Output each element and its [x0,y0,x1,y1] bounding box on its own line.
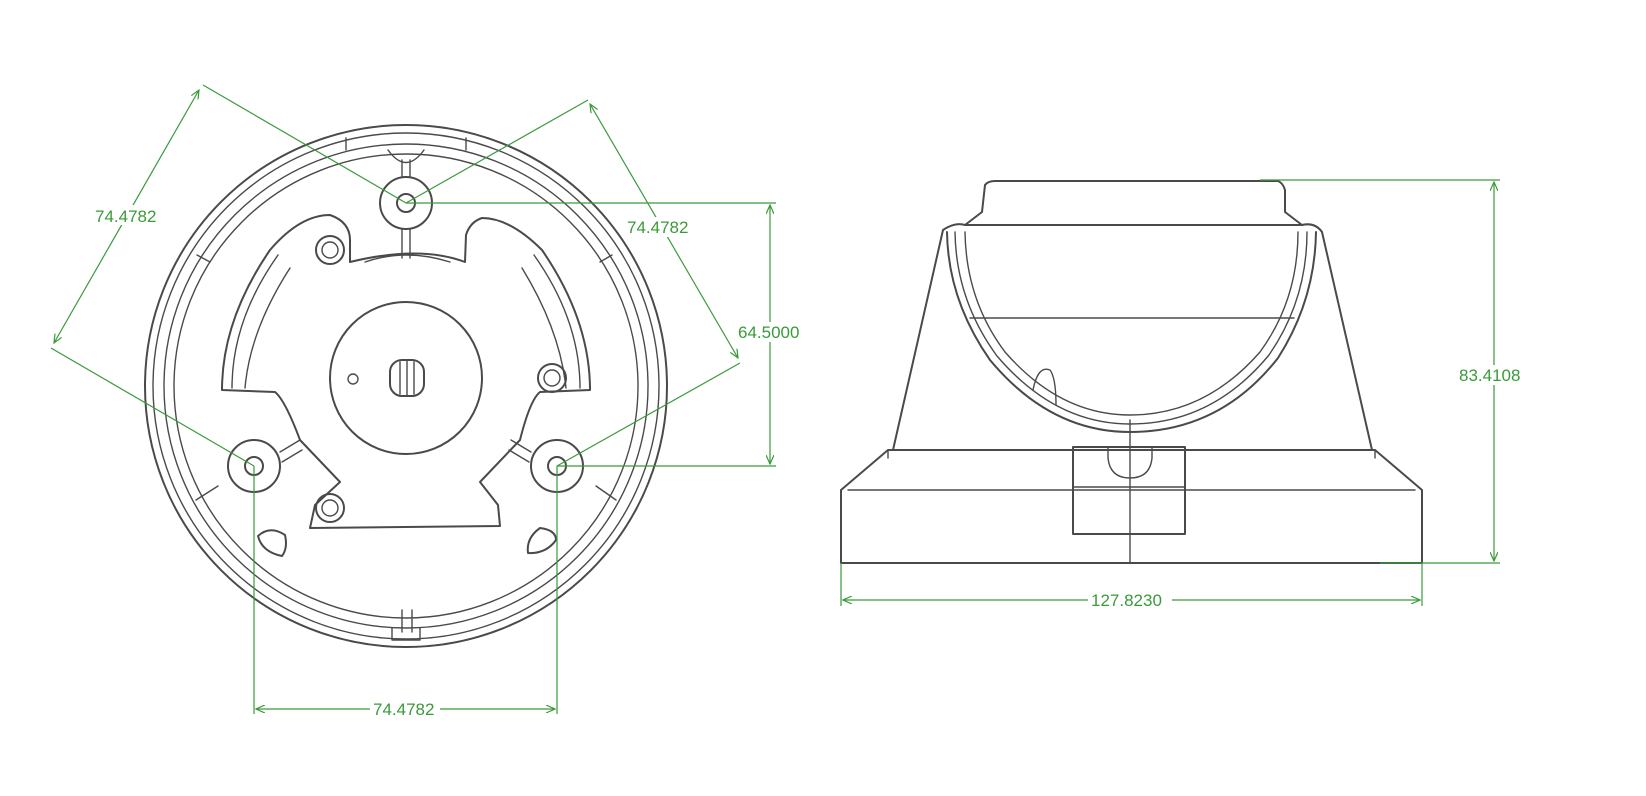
top-lid [964,180,1303,226]
bracket [1072,446,1186,535]
dim-label-top-left: 74.4782 [95,207,156,226]
mounting-plate [221,214,591,529]
tab-left [257,529,287,557]
dim-label-top-right: 74.4782 [627,218,688,237]
center-hub [329,301,483,455]
dim-label-side-height: 83.4108 [1459,366,1520,385]
dim-label-vertical: 64.5000 [738,323,799,342]
base-outline [840,449,1423,564]
inner-rim [163,143,649,629]
screw-bosses [315,235,567,523]
dimension-labels: 74.4782 74.4782 64.5000 74.4782 83.4108 … [92,205,1529,719]
dim-label-bottom: 74.4782 [373,700,434,719]
small-hole [347,373,359,385]
housing [892,223,1373,451]
mounting-hole-left [227,439,303,493]
mounting-hole-top [379,159,433,259]
dimension-lines [50,84,1500,714]
outer-rim-inner [152,132,660,640]
lens-edge [1032,368,1057,406]
dome-inner [964,231,1299,416]
bottom-view [144,124,668,648]
tab-right [526,527,557,555]
side-view [840,180,1423,564]
inner-rim-2 [173,153,639,619]
dim-label-side-width: 127.8230 [1091,591,1162,610]
dome-outer [946,231,1317,433]
outer-rim [144,124,668,648]
